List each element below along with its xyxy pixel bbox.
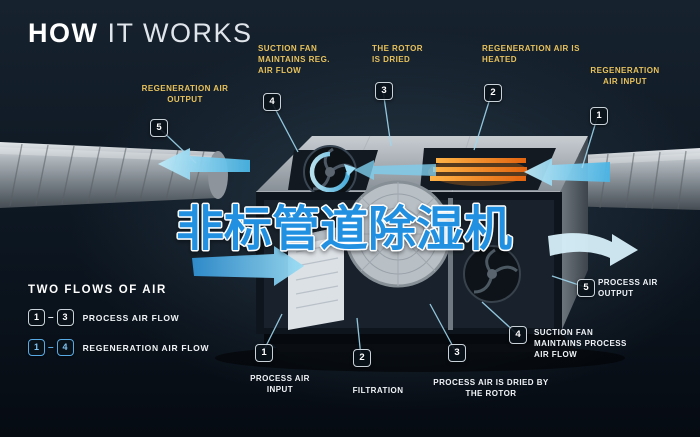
callout-label-filtration: FILTRATION <box>352 386 404 395</box>
legend-label-regeneration: REGENERATION AIR FLOW <box>82 342 210 353</box>
page-title: HOW IT WORKS <box>28 18 253 49</box>
legend-row-regeneration: 1 – 4 REGENERATION AIR FLOW <box>28 339 209 356</box>
dehumidifier-unit <box>256 135 588 352</box>
legend-row-process: 1 – 3 PROCESS AIR FLOW <box>28 309 209 326</box>
callout-label-process-air-dried: PROCESS AIR IS DRIED BY THE ROTOR <box>433 378 549 398</box>
process-output-arrow <box>548 233 638 266</box>
process-input-arrow <box>192 246 304 286</box>
airflow-arrows <box>158 148 638 286</box>
regeneration-fan <box>288 145 378 199</box>
callout-lines <box>157 89 599 358</box>
callout-label-process-air-input: PROCESS AIR INPUT <box>250 374 310 394</box>
legend-badge-regeneration-end: 4 <box>56 339 74 356</box>
callout-badge-suction-fan-reg: 4 <box>263 93 281 111</box>
title-bold: HOW <box>28 18 99 48</box>
legend-badge-process-start: 1 <box>28 309 45 326</box>
callout-badge-process-air-dried: 3 <box>448 344 466 362</box>
legend-label-process: PROCESS AIR FLOW <box>82 312 180 323</box>
callout-label-regeneration-air-output: REGENERATION AIR OUTPUT <box>141 84 229 104</box>
callout-label-suction-fan-process: SUCTION FAN MAINTAINS PROCESS AIR FLOW <box>534 328 627 359</box>
legend-dash-process: – <box>48 312 54 323</box>
filter-panel <box>288 226 350 330</box>
legend-title: TWO FLOWS OF AIR <box>28 284 167 296</box>
legend-badge-regeneration-start: 1 <box>28 339 45 356</box>
callout-badge-regeneration-air-heated: 2 <box>484 84 502 102</box>
callout-badge-rotor-is-dried: 3 <box>375 82 393 100</box>
callout-label-rotor-is-dried: THE ROTOR IS DRIED <box>372 44 424 64</box>
legend-badge-process-end: 3 <box>56 309 74 326</box>
callout-label-suction-fan-reg: SUCTION FAN MAINTAINS REG. AIR FLOW <box>258 44 330 75</box>
callout-label-process-air-output: PROCESS AIR OUTPUT <box>598 278 658 298</box>
heater <box>420 148 556 190</box>
callout-badge-filtration: 2 <box>353 349 371 367</box>
reg-output-arrow <box>158 148 250 180</box>
callout-badge-regeneration-air-input: 1 <box>590 107 608 125</box>
legend-dash-regeneration: – <box>48 342 54 353</box>
callout-label-regeneration-air-input: REGENERATION AIR INPUT <box>590 66 660 86</box>
title-light: IT WORKS <box>107 18 253 48</box>
divider-panel <box>448 198 453 330</box>
rotor-flow-arrow <box>354 160 436 180</box>
overlay-title: 非标管道除湿机 <box>176 203 512 256</box>
callout-badge-suction-fan-process: 4 <box>509 326 527 344</box>
reg-input-arrow <box>524 158 610 186</box>
left-duct <box>0 142 228 208</box>
callout-badge-regeneration-air-output: 5 <box>150 119 168 137</box>
process-fan <box>463 245 521 303</box>
callout-label-regeneration-air-heated: REGENERATION AIR IS HEATED <box>482 44 580 64</box>
callout-badge-process-air-output: 5 <box>577 279 595 297</box>
callout-badge-process-air-input: 1 <box>255 344 273 362</box>
legend: TWO FLOWS OF AIR 1 – 3 PROCESS AIR FLOW … <box>28 284 209 356</box>
